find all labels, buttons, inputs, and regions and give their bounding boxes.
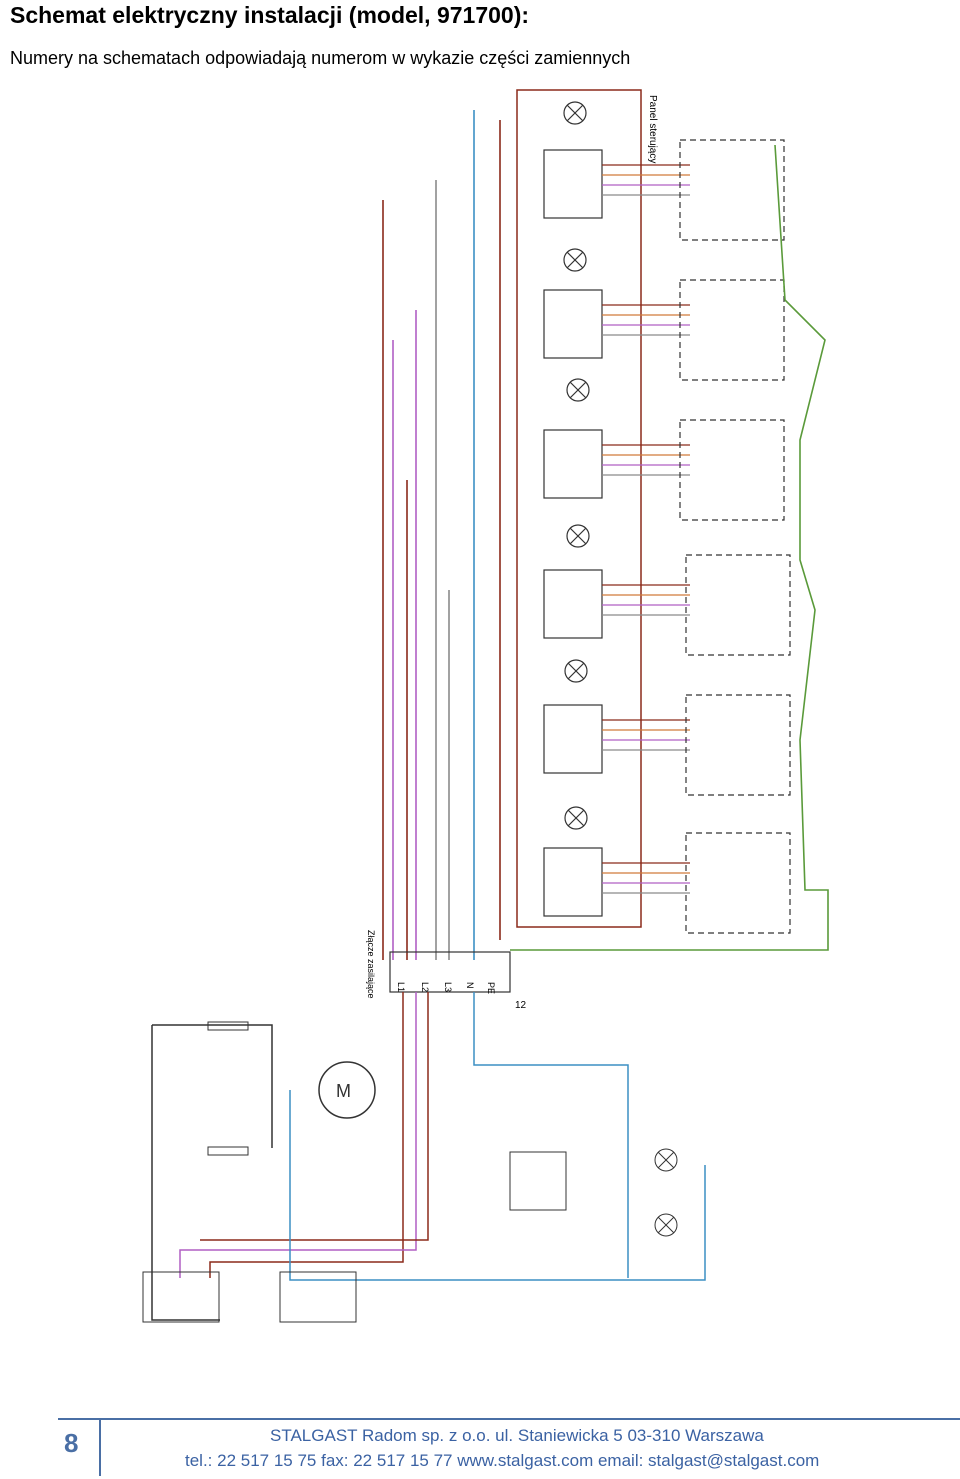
page-title: Schemat elektryczny instalacji (model, 9… [10, 2, 530, 28]
panel-label: Panel sterujący [647, 95, 658, 163]
footer-contact: tel.: 22 517 15 75 fax: 22 517 15 77 www… [185, 1451, 820, 1470]
switch-rows [543, 101, 791, 934]
page-subtitle: Numery na schematach odpowiadają numerom… [10, 48, 631, 68]
svg-text:N: N [465, 982, 475, 989]
main-switch [509, 1151, 567, 1211]
svg-text:L1: L1 [396, 982, 406, 992]
svg-text:L2: L2 [420, 982, 430, 992]
connector-label: Złącze zasilające [366, 930, 376, 999]
resistor-9 [207, 1021, 249, 1031]
wiring-diagram: Panel sterujący [142, 89, 829, 1323]
svg-text:PE: PE [486, 982, 496, 994]
lamps-lower [654, 1148, 678, 1237]
footer-divider [99, 1418, 101, 1476]
page-number: 8 [64, 1428, 79, 1458]
terminal-labels: L1 L2 L3 N PE [396, 982, 496, 994]
connector-number: 12 [515, 1000, 527, 1011]
terminal-block-14 [142, 1271, 220, 1323]
svg-text:L3: L3 [443, 982, 453, 992]
resistor-10 [207, 1146, 249, 1156]
motor: M [318, 1061, 376, 1119]
supply-connector [389, 951, 511, 993]
lower-wiring [151, 992, 706, 1321]
footer-address: STALGAST Radom sp. z o.o. ul. Staniewick… [270, 1426, 764, 1445]
terminal-block-13 [279, 1271, 357, 1323]
svg-text:M: M [336, 1081, 351, 1101]
footer-rule-left [58, 1418, 100, 1420]
bus-wires [382, 110, 501, 960]
control-panel-box [516, 89, 642, 928]
earth-wire [510, 144, 829, 951]
footer-rule [100, 1418, 960, 1420]
